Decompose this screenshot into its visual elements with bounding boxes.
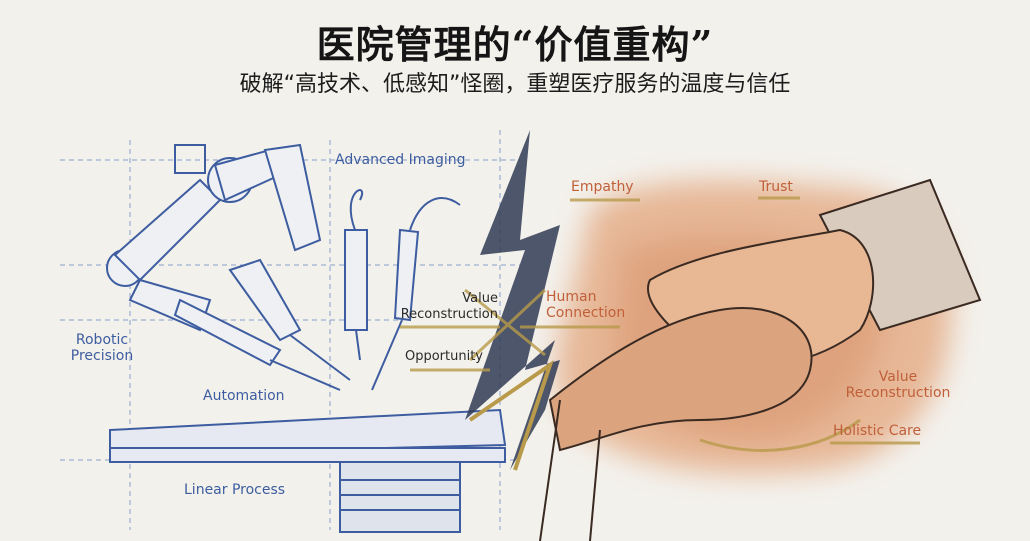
robot-arm-sketch [106, 143, 461, 391]
label-trust: Trust [759, 179, 793, 195]
page-title: 医院管理的“价值重构” [316, 22, 714, 67]
label-empathy: Empathy [571, 179, 634, 195]
label-value-reconstruction-center: Value Reconstruction [390, 291, 498, 323]
label-human: Human [546, 289, 597, 305]
label-robotic-precision: Robotic Precision [62, 332, 142, 364]
label-robotic: Robotic [75, 332, 129, 348]
label-automation: Automation [203, 388, 285, 404]
lightning-divider [465, 130, 560, 470]
page-subtitle: 破解“高技术、低感知”怪圈，重塑医疗服务的温度与信任 [239, 72, 791, 97]
label-precision: Precision [70, 348, 134, 364]
label-connection: Connection [546, 305, 626, 321]
label-value-reconstruction-right: Value Reconstruction [838, 369, 958, 401]
label-value: Value [878, 369, 918, 385]
label-opportunity: Opportunity [404, 349, 483, 364]
gold-accents [400, 196, 920, 452]
label-reconstruction: Reconstruction [400, 307, 498, 322]
label-holistic-care: Holistic Care [833, 423, 922, 439]
label-value: Value [462, 291, 498, 306]
label-human-connection: Human Connection [546, 289, 625, 321]
label-reconstruction: Reconstruction [845, 385, 951, 401]
label-advanced-imaging: Advanced Imaging [335, 152, 466, 168]
operating-table-sketch [109, 408, 507, 533]
handshake-sketch [539, 178, 982, 541]
label-linear-process: Linear Process [184, 482, 286, 498]
